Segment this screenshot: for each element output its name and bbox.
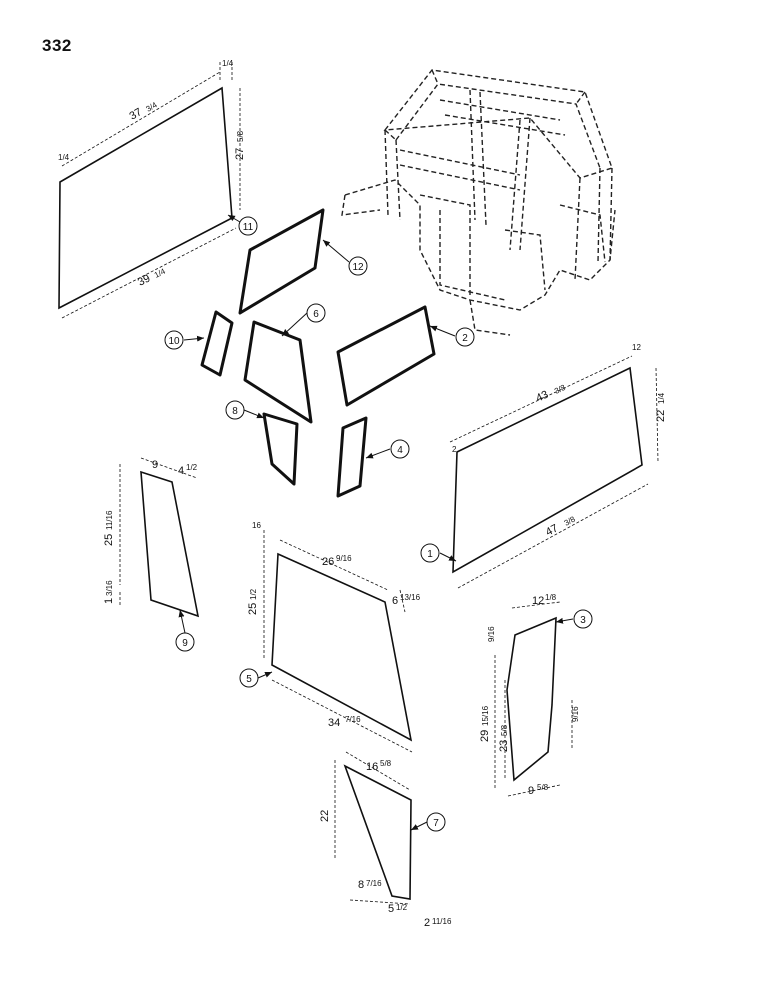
callout-4: 4 (390, 439, 410, 459)
dim-9-height-frac: 11/16 (105, 510, 114, 530)
glass-12-outline (238, 208, 325, 315)
dim-7-bottom-3: 2 (424, 917, 430, 929)
dim-11-top: 37 (128, 106, 145, 123)
dim-1-left-offset: 2 (452, 445, 457, 454)
callout-7: 7 (426, 812, 446, 832)
svg-text:12: 12 (352, 262, 364, 273)
dim-3-top-frac: 1/8 (545, 593, 557, 602)
dim-11-top-frac: 3/4 (145, 100, 160, 114)
svg-text:2: 2 (462, 333, 468, 344)
callout-5: 5 (239, 668, 259, 688)
callout-2: 2 (455, 327, 475, 347)
callout-3: 3 (573, 609, 593, 629)
svg-text:4: 4 (397, 445, 403, 456)
callout-1: 1 (420, 543, 440, 563)
dim-9-top-frac: 1/2 (186, 463, 198, 472)
dim-7-bottom-1: 8 (358, 879, 364, 891)
dim-3-height: 29 (479, 730, 491, 742)
dim-1-height: 22 (655, 410, 667, 422)
dim-11-bottom-frac: 1/4 (153, 266, 167, 279)
dim-9-width: 9 (152, 459, 158, 471)
svg-text:11: 11 (243, 222, 254, 233)
glass-9-panel (140, 470, 200, 618)
dim-9-bottom-frac: 3/16 (105, 580, 114, 596)
dim-3-offset: 9/16 (487, 626, 496, 642)
glass-2-outline (336, 305, 436, 407)
page-number: 332 (42, 36, 72, 55)
dim-3-inner: 23 (498, 740, 510, 752)
dim-3-top: 12 (532, 595, 544, 607)
dim-11-left-offset: 1/4 (58, 153, 70, 162)
dim-5-right-frac: 13/16 (400, 593, 421, 602)
dim-1-right-offset: 12 (632, 343, 641, 352)
glass-3-panel (506, 616, 557, 782)
dim-1-top: 43 (534, 389, 550, 405)
glass-6-outline (243, 320, 313, 424)
dim-11-height-frac: 5/8 (236, 130, 245, 142)
dim-5-top-frac: 9/16 (336, 554, 352, 563)
dim-5-bottom-frac: 7/16 (345, 715, 361, 724)
svg-text:8: 8 (232, 406, 238, 417)
dim-1-bottom-frac: 3/8 (563, 514, 578, 527)
dim-7-bottom-2-frac: 1/2 (396, 903, 408, 912)
cab-frame-illustration (341, 69, 616, 336)
glass-7-panel (343, 764, 412, 900)
svg-text:1: 1 (427, 549, 433, 560)
dim-3-height-frac: 15/16 (481, 705, 490, 726)
dim-7-bottom-2: 5 (388, 903, 394, 915)
dim-5-height: 25 (247, 603, 259, 615)
dim-7-height: 22 (319, 810, 331, 822)
callout-6: 6 (306, 303, 326, 323)
glass-10-outline (200, 310, 234, 377)
glass-4-outline (336, 416, 368, 498)
dim-11-height: 27 (234, 148, 246, 160)
dim-3-inner-frac: 5/8 (500, 724, 509, 736)
dim-7-bottom-1-frac: 7/16 (366, 879, 382, 888)
svg-text:3: 3 (580, 615, 586, 626)
callout-11: 11 (238, 216, 258, 236)
dim-5-right: 6 (392, 595, 398, 607)
dim-5-offset: 16 (252, 521, 261, 530)
svg-text:6: 6 (313, 309, 319, 320)
glass-1-panel (452, 366, 643, 574)
callout-10: 10 (164, 330, 184, 350)
dim-7-top: 16 (366, 761, 378, 773)
dim-7-top-frac: 5/8 (380, 759, 392, 768)
callout-12: 12 (348, 256, 368, 276)
dim-9-bottom: 1 (103, 598, 115, 604)
svg-text:10: 10 (168, 336, 180, 347)
dim-3-bottom-frac: 5/8 (537, 783, 549, 792)
dim-9-height: 25 (103, 534, 115, 546)
callout-8: 8 (225, 400, 245, 420)
dim-5-top: 26 (322, 556, 334, 568)
dim-1-bottom: 47 (544, 522, 560, 538)
dim-11-right-offset: 1/4 (222, 59, 234, 68)
dim-3-bottom: 9 (528, 785, 534, 797)
svg-text:9: 9 (182, 638, 188, 649)
svg-text:7: 7 (433, 818, 439, 829)
callout-9: 9 (175, 632, 195, 652)
dim-11-bottom: 39 (136, 272, 152, 288)
dim-3-side: 9/16 (571, 706, 580, 722)
dim-1-height-frac: 1/4 (657, 392, 666, 404)
dim-1-top-frac: 3/8 (553, 383, 567, 396)
dim-5-height-frac: 1/2 (249, 588, 258, 600)
svg-text:5: 5 (246, 674, 252, 685)
glass-5-panel (271, 552, 413, 742)
dim-5-bottom: 34 (328, 717, 340, 729)
glass-8-outline (262, 412, 299, 486)
dim-7-bottom-3-frac: 11/16 (432, 917, 452, 926)
dim-9-top: 4 (178, 465, 184, 477)
